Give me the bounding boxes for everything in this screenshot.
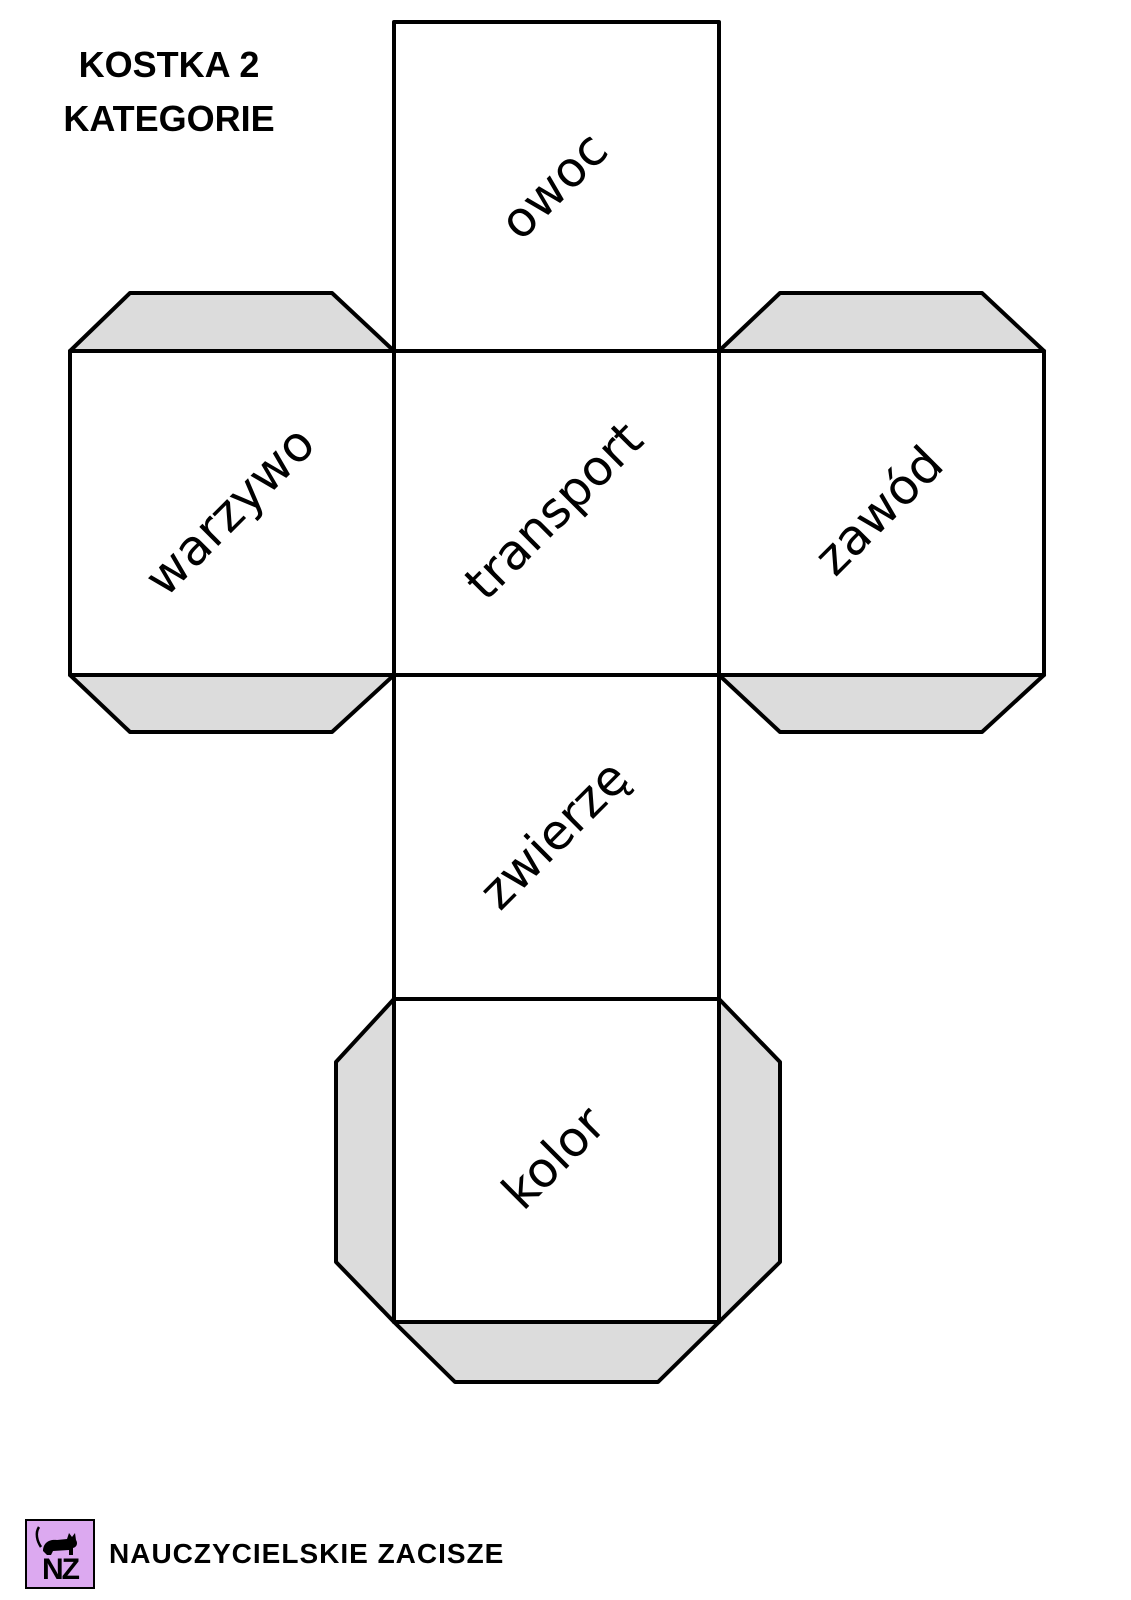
- logo: NZ: [25, 1519, 95, 1589]
- glue-tab-bottom-left: [334, 997, 396, 1324]
- brand-name: NAUCZYCIELSKIE ZACISZE: [109, 1538, 505, 1569]
- glue-tab-right-top: [717, 291, 1046, 353]
- glue-tab-left-bottom: [68, 673, 396, 734]
- logo-text: NZ: [42, 1553, 80, 1586]
- glue-tab-bottom: [392, 1320, 721, 1384]
- glue-tab-bottom-right: [717, 997, 782, 1324]
- face-right: [717, 349, 1046, 677]
- title-line-1: KOSTKA 2: [78, 44, 260, 85]
- cat-icon: [35, 1526, 77, 1555]
- face-middle-bottom: [392, 673, 721, 1001]
- glue-tab-left-top: [68, 291, 396, 353]
- title-line-2: KATEGORIE: [63, 98, 275, 139]
- glue-tab-right-bottom: [717, 673, 1046, 734]
- face-bottom: [392, 997, 721, 1324]
- footer: NZ NAUCZYCIELSKIE ZACISZE: [25, 1518, 504, 1590]
